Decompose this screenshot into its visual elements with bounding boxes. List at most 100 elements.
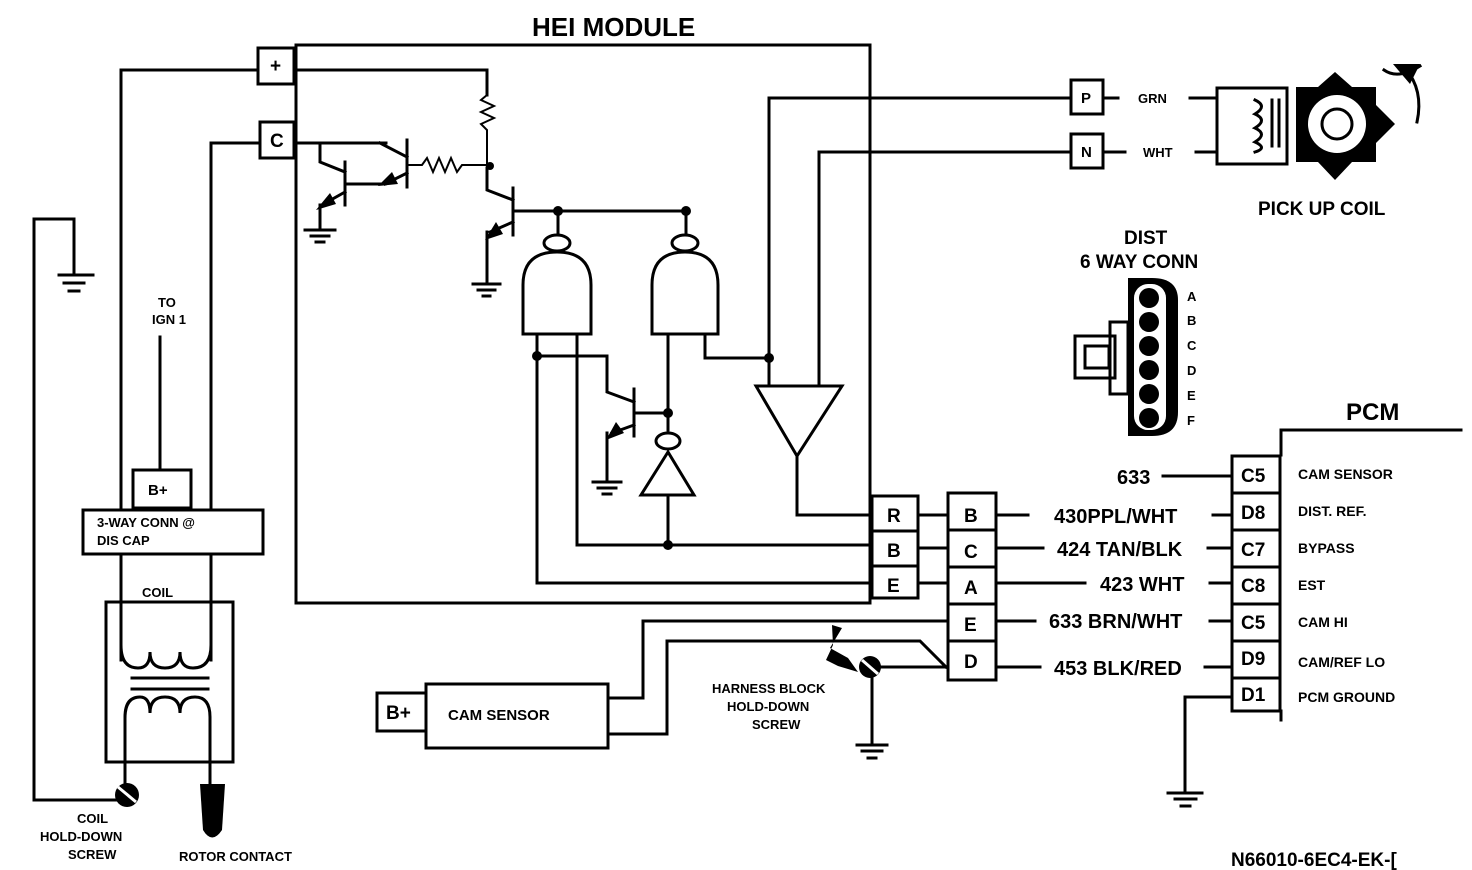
dist-conn-title-2: 6 WAY CONN bbox=[1080, 252, 1198, 273]
transistor-q3 bbox=[485, 166, 691, 285]
harness-screw-label-3: SCREW bbox=[752, 717, 801, 732]
rotor-contact-icon bbox=[200, 784, 225, 838]
cam-sensor-wires bbox=[606, 619, 950, 736]
ground-left-icon bbox=[57, 273, 95, 293]
ground-q3-icon bbox=[471, 282, 502, 298]
ground-q1-icon bbox=[303, 228, 337, 244]
ground-harness-icon bbox=[855, 743, 889, 760]
svg-text:B: B bbox=[1187, 313, 1196, 328]
svg-text:C5: C5 bbox=[1241, 466, 1266, 487]
svg-text:C: C bbox=[270, 131, 284, 152]
terminal-block-hei: R B E bbox=[870, 494, 950, 600]
pcm-functions: CAM SENSOR DIST. REF. BYPASS EST CAM HI … bbox=[1298, 466, 1395, 705]
svg-text:424 TAN/BLK: 424 TAN/BLK bbox=[1057, 539, 1183, 561]
svg-text:CAM/REF LO: CAM/REF LO bbox=[1298, 654, 1385, 670]
svg-text:EST: EST bbox=[1298, 577, 1326, 593]
reluctor-wheel-icon bbox=[1296, 63, 1423, 180]
wire-c bbox=[209, 141, 388, 662]
svg-text:D1: D1 bbox=[1241, 685, 1266, 706]
cam-sensor: B+ CAM SENSOR bbox=[375, 682, 610, 750]
svg-text:D9: D9 bbox=[1241, 649, 1265, 670]
coil-screw-label-2: HOLD-DOWN bbox=[40, 829, 122, 844]
svg-text:423 WHT: 423 WHT bbox=[1100, 574, 1184, 596]
svg-text:C: C bbox=[964, 542, 978, 563]
dist-6way-connector-icon bbox=[1073, 278, 1178, 436]
rotor-contact-label: ROTOR CONTACT bbox=[179, 849, 292, 864]
circuit-labels: 633 430PPL/WHT 424 TAN/BLK 423 WHT 633 B… bbox=[1049, 467, 1184, 680]
svg-text:B+: B+ bbox=[386, 703, 411, 724]
svg-text:C: C bbox=[1187, 338, 1197, 353]
svg-text:DIST. REF.: DIST. REF. bbox=[1298, 503, 1366, 519]
svg-text:F: F bbox=[1187, 413, 1195, 428]
svg-text:633 BRN/WHT: 633 BRN/WHT bbox=[1049, 611, 1182, 633]
svg-text:B: B bbox=[887, 541, 901, 562]
terminal-c: C bbox=[258, 120, 296, 160]
harness-screw-label-1: HARNESS BLOCK bbox=[712, 681, 826, 696]
coil-label: COIL bbox=[142, 585, 173, 600]
pickup-coil-icon bbox=[1215, 86, 1289, 166]
coil-screw-label-3: SCREW bbox=[68, 847, 117, 862]
coil-screw-label-1: COIL bbox=[77, 811, 108, 826]
svg-text:B: B bbox=[964, 506, 978, 527]
svg-text:PCM: PCM bbox=[1346, 399, 1399, 426]
ignition-coil-icon bbox=[104, 600, 235, 790]
svg-text:430PPL/WHT: 430PPL/WHT bbox=[1054, 506, 1177, 528]
svg-text:E: E bbox=[887, 576, 900, 597]
inverter bbox=[638, 411, 697, 550]
svg-text:D8: D8 bbox=[1241, 503, 1265, 524]
svg-text:D: D bbox=[964, 652, 978, 673]
svg-text:WHT: WHT bbox=[1143, 145, 1173, 160]
pcm-pins: C5 D8 C7 C8 C5 D9 D1 bbox=[1241, 466, 1266, 706]
comparator-amp bbox=[753, 96, 1071, 517]
bplus-terminal: B+ bbox=[131, 468, 193, 510]
svg-text:633: 633 bbox=[1117, 467, 1150, 489]
svg-text:GRN: GRN bbox=[1138, 91, 1167, 106]
svg-text:A: A bbox=[964, 578, 978, 599]
svg-text:CAM SENSOR: CAM SENSOR bbox=[448, 707, 550, 724]
transistor-q4 bbox=[605, 387, 673, 483]
figure-id: N66010-6EC4-EK-[ bbox=[1231, 850, 1397, 870]
harness-screw-label-2: HOLD-DOWN bbox=[727, 699, 809, 714]
svg-text:D: D bbox=[1187, 363, 1196, 378]
wire-plus bbox=[119, 68, 489, 662]
svg-text:453 BLK/RED: 453 BLK/RED bbox=[1054, 658, 1182, 680]
terminal-plus: + bbox=[256, 46, 296, 86]
svg-text:C8: C8 bbox=[1241, 576, 1265, 597]
to-ign-line2: IGN 1 bbox=[152, 312, 186, 327]
svg-text:E: E bbox=[1187, 388, 1196, 403]
pickup-coil-label: PICK UP COIL bbox=[1258, 199, 1386, 220]
internal-wires bbox=[535, 543, 872, 585]
harness-block: B C A E D bbox=[946, 491, 998, 682]
svg-text:DIS CAP: DIS CAP bbox=[97, 533, 150, 548]
svg-text:P: P bbox=[1081, 90, 1091, 107]
dist-conn-pin-labels: A B C D E F bbox=[1187, 289, 1197, 428]
nand-gate-1 bbox=[521, 209, 636, 585]
svg-text:CAM SENSOR: CAM SENSOR bbox=[1298, 466, 1393, 482]
svg-text:CAM HI: CAM HI bbox=[1298, 614, 1348, 630]
coil-holddown-screw-icon bbox=[115, 783, 139, 807]
three-way-connector: 3-WAY CONN @ DIS CAP bbox=[81, 508, 265, 556]
svg-text:N: N bbox=[1081, 144, 1092, 161]
svg-text:A: A bbox=[1187, 289, 1197, 304]
svg-text:PCM GROUND: PCM GROUND bbox=[1298, 689, 1395, 705]
nand-gate-2 bbox=[650, 209, 771, 415]
svg-text:3-WAY CONN @: 3-WAY CONN @ bbox=[97, 515, 195, 530]
harness-to-pcm-wires bbox=[994, 474, 1232, 792]
svg-text:E: E bbox=[964, 615, 977, 636]
svg-text:C7: C7 bbox=[1241, 540, 1265, 561]
harness-holddown-screw-icon bbox=[826, 625, 881, 745]
dist-conn-title-1: DIST bbox=[1124, 228, 1168, 249]
pcm-ground-icon bbox=[1166, 791, 1204, 808]
svg-text:+: + bbox=[270, 56, 281, 77]
to-ign-line1: TO bbox=[158, 295, 176, 310]
coil-ground-wire bbox=[32, 217, 124, 802]
module-title: HEI MODULE bbox=[532, 12, 695, 42]
darlington-transistors bbox=[316, 138, 487, 232]
svg-text:R: R bbox=[887, 506, 901, 527]
ground-q4-icon bbox=[591, 480, 623, 496]
resistor-pullup bbox=[478, 94, 497, 170]
pcm: PCM bbox=[1230, 399, 1463, 722]
svg-text:C5: C5 bbox=[1241, 613, 1266, 634]
svg-text:BYPASS: BYPASS bbox=[1298, 540, 1355, 556]
